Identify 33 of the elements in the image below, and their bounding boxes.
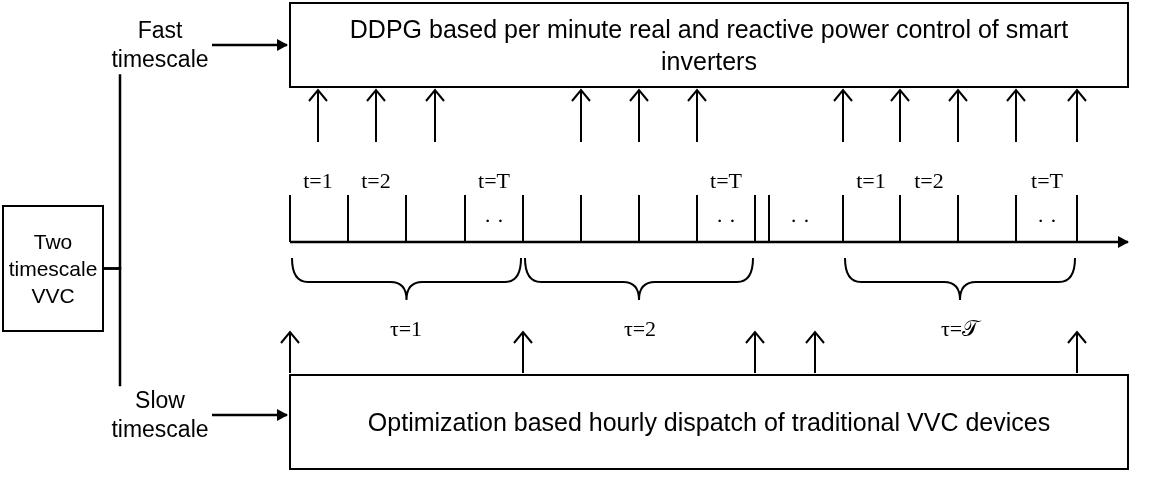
tick-label: t=T [710,168,742,194]
arrow [890,89,910,143]
arrow [571,89,591,143]
root-box: Two timescale VVC [2,205,104,332]
arrow [513,331,533,374]
interval-label: τ=𝒯 [940,316,980,342]
ellipsis: · · [789,208,811,234]
tick-label: t=T [1031,168,1063,194]
ellipsis: · · [483,208,505,234]
tick-label: t=1 [303,168,333,194]
arrow [687,89,707,143]
tick-label: t=1 [856,168,886,194]
process-box: DDPG based per minute real and reactive power control of smart inverters [289,2,1129,88]
ellipsis: · · [715,208,737,234]
ellipsis: · · [1036,208,1058,234]
arrow [745,331,765,374]
arrow [833,89,853,143]
interval-label: τ=2 [623,316,657,342]
tick-label: t=2 [361,168,391,194]
arrow [1067,331,1087,374]
arrow [1067,89,1087,143]
arrow [366,89,386,143]
arrow [948,89,968,143]
arrow [805,331,825,374]
arrow [425,89,445,143]
arrow [308,89,328,143]
arrow [629,89,649,143]
tick-label: t=2 [914,168,944,194]
tick-label: t=T [478,168,510,194]
interval-label: τ=1 [389,316,423,342]
process-box: Optimization based hourly dispatch of traditional VVC devices [289,374,1129,470]
arrow [280,331,300,374]
arrow [1006,89,1026,143]
